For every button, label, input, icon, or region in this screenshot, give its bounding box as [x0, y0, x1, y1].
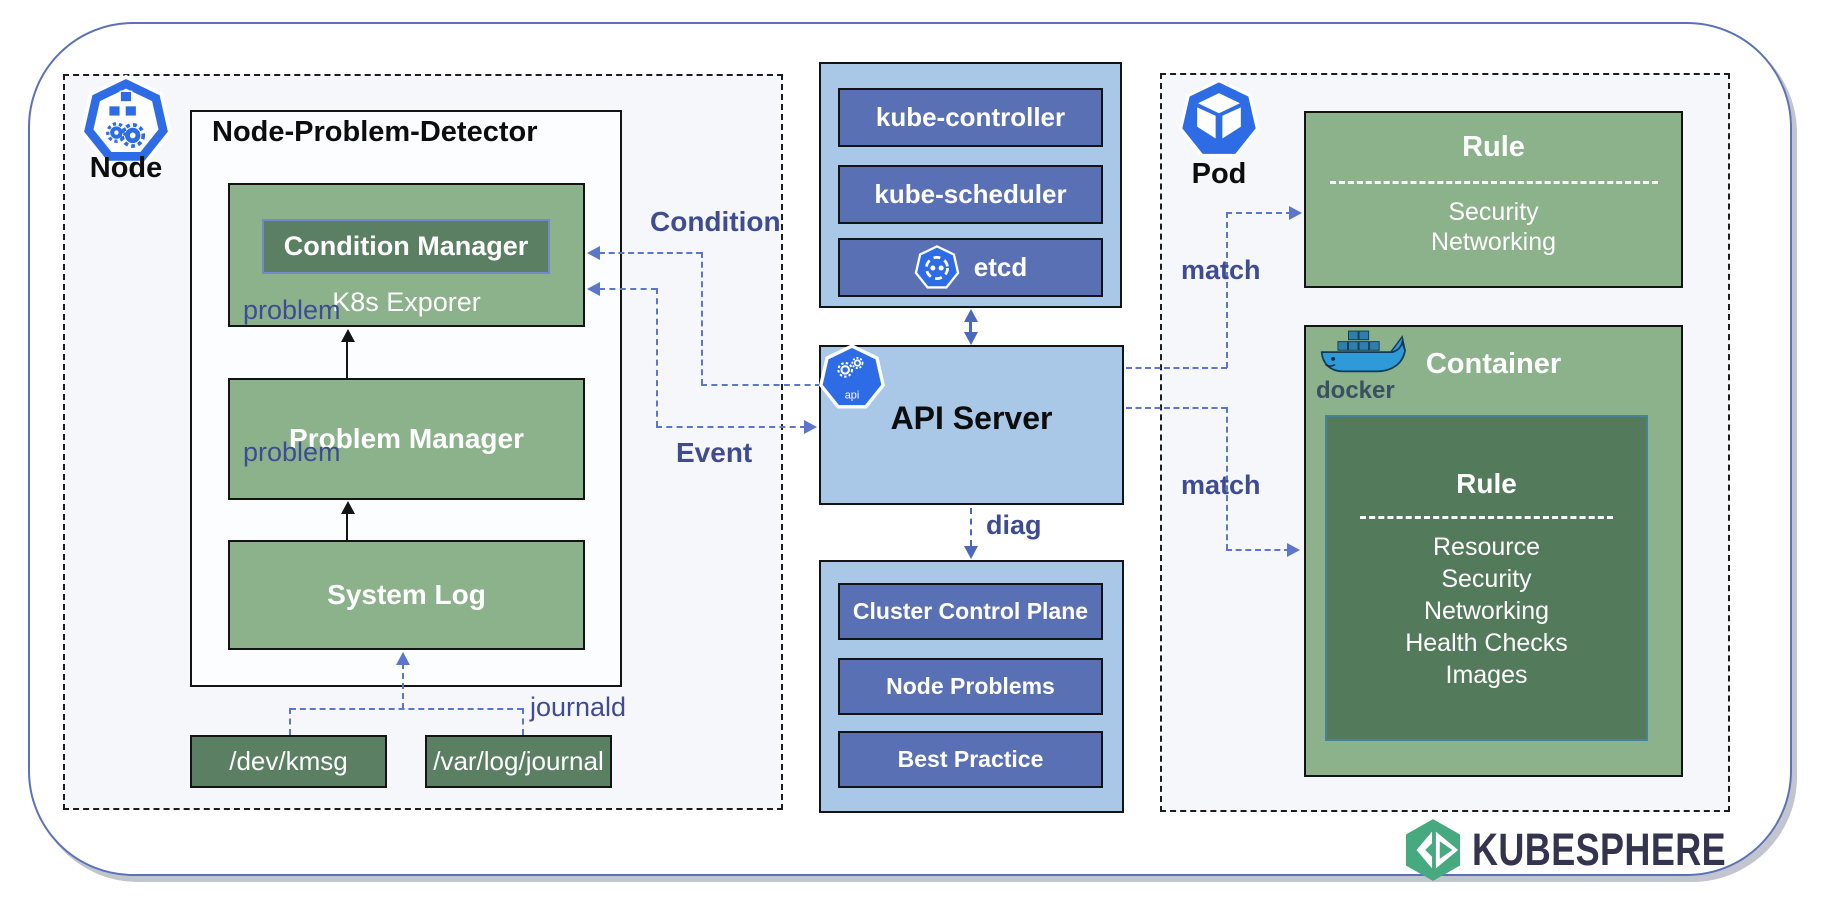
match-top-label: match [1181, 255, 1261, 285]
journald-line-horizontal [290, 708, 523, 710]
condition-arrowhead [587, 246, 600, 260]
container-rule-item-health-checks: Health Checks [1405, 628, 1568, 657]
match-bottom-label: match [1181, 470, 1261, 500]
kubernetes-pod-icon [1177, 78, 1261, 162]
pod-rule-box [1304, 111, 1683, 288]
journald-arrowhead [396, 652, 410, 665]
problem-label-1: problem [243, 295, 341, 325]
k8s-exporter-label: K8s Exporer [332, 286, 481, 317]
event-arrowhead-right [804, 420, 817, 434]
double-arrowhead-down [964, 332, 978, 345]
kubesphere-wordmark: KUBESPHERE [1472, 824, 1727, 875]
match-top-line-h2 [1226, 212, 1292, 214]
container-rule-item-resource: Resource [1433, 532, 1540, 561]
kube-scheduler-box: kube-scheduler [838, 165, 1103, 224]
journald-line-right [522, 708, 524, 735]
system-log-box: System Log [228, 540, 585, 650]
problem-arrow-line-2 [346, 512, 348, 540]
container-rule-box [1325, 415, 1648, 741]
event-line-v [656, 288, 658, 427]
event-arrowhead-left [587, 282, 600, 296]
double-arrow-line [969, 319, 972, 335]
match-top-line-h1 [1126, 367, 1227, 369]
pod-rule-item-networking: Networking [1430, 227, 1557, 256]
container-rule-item-security: Security [1441, 564, 1532, 593]
condition-label: Condition [650, 206, 781, 237]
var-log-journal-box: /var/log/journal [425, 735, 612, 788]
problem-manager-box: Problem Manager [228, 378, 585, 500]
node-problems-box: Node Problems [838, 658, 1103, 715]
kubernetes-node-icon [78, 74, 174, 170]
diag-arrow-line [970, 508, 972, 546]
node-icon-label: Node [89, 151, 163, 184]
journald-label: journald [530, 692, 627, 722]
svg-text:api: api [845, 389, 860, 401]
condition-manager-box: Condition Manager [262, 219, 550, 274]
double-arrowhead-up [964, 309, 978, 322]
event-line-h2 [656, 426, 806, 428]
event-line-h1 [599, 288, 657, 290]
pod-rule-title: Rule [1462, 130, 1525, 163]
container-rule-item-networking: Networking [1423, 596, 1550, 625]
etcd-box: etcd [838, 238, 1103, 297]
match-top-arrowhead [1289, 206, 1302, 220]
match-bottom-line-v [1226, 407, 1228, 550]
problem-arrowhead-1 [341, 329, 355, 342]
cluster-control-plane-box: Cluster Control Plane [838, 583, 1103, 640]
pod-icon-label: Pod [1191, 157, 1247, 190]
kube-controller-box: kube-controller [838, 88, 1103, 147]
problem-arrow-line-1 [346, 340, 348, 378]
pod-rule-item-security: Security [1448, 197, 1539, 226]
kubesphere-logo-icon [1404, 818, 1462, 882]
match-bottom-line-h1 [1126, 407, 1227, 409]
api-icon: api [818, 344, 886, 412]
event-label: Event [676, 437, 753, 468]
container-title: Container [1425, 347, 1562, 380]
condition-line-v [701, 252, 703, 385]
etcd-icon [914, 244, 960, 291]
journald-arrow-line [402, 663, 404, 709]
problem-arrowhead-2 [341, 501, 355, 514]
dev-kmsg-box: /dev/kmsg [190, 735, 387, 788]
problem-label-2: problem [243, 437, 341, 467]
match-bottom-arrowhead [1287, 543, 1300, 557]
diag-arrowhead [964, 546, 978, 559]
node-problem-detector-title: Node-Problem-Detector [212, 116, 538, 148]
api-server-title: API Server [890, 399, 1053, 436]
condition-line-h2 [701, 384, 821, 386]
match-bottom-line-h2 [1226, 549, 1290, 551]
best-practice-box: Best Practice [838, 731, 1103, 788]
container-rule-divider [1360, 516, 1613, 519]
outer-frame [28, 22, 1792, 876]
pod-rule-divider [1330, 181, 1658, 184]
journald-line-left [289, 708, 291, 735]
docker-wordmark: docker [1316, 377, 1395, 404]
container-rule-item-images: Images [1445, 660, 1528, 689]
docker-icon [1314, 329, 1406, 377]
condition-line-h1 [599, 252, 702, 254]
container-rule-title: Rule [1456, 468, 1517, 499]
match-top-line-v [1226, 212, 1228, 368]
diag-label: diag [986, 510, 1042, 540]
